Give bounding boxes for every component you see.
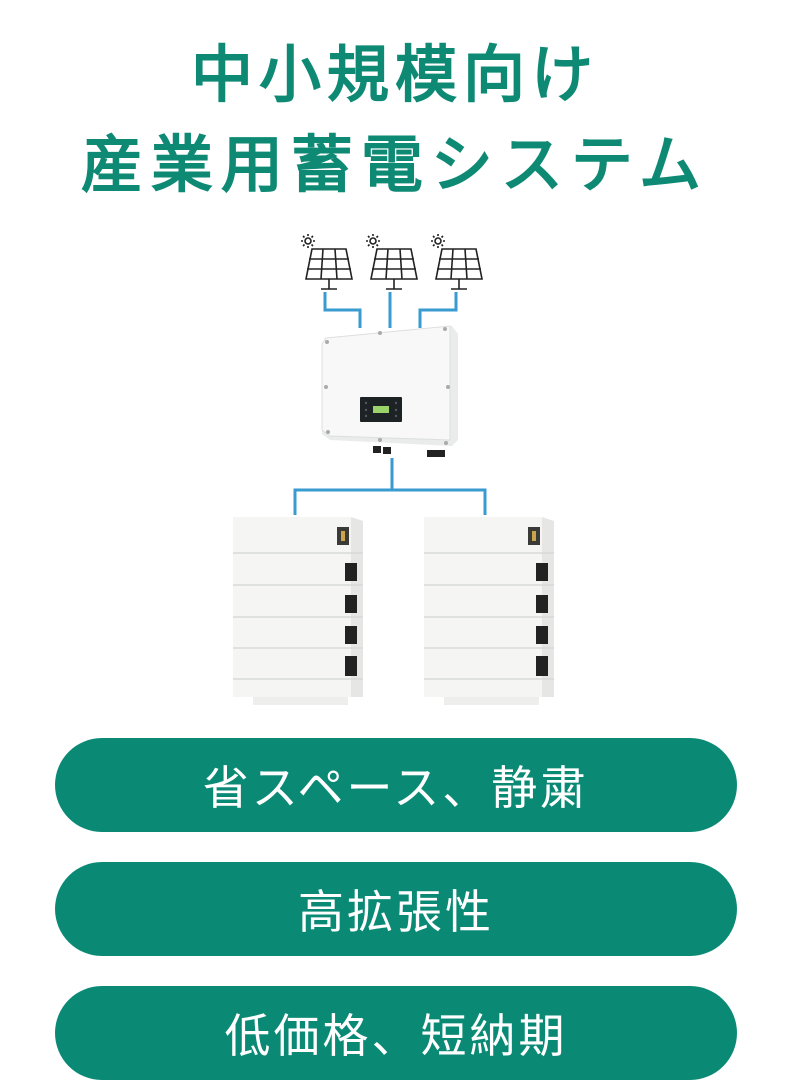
feature-label: 低価格、短納期 [224, 1009, 568, 1063]
solar-panel-icon [301, 234, 483, 290]
connection-lines [293, 292, 487, 515]
feature-label: 高拡張性 [298, 885, 494, 939]
page-title-line2: 産業用蓄電システム [80, 128, 710, 201]
feature-pill-space-quiet: 省スペース、静粛 [55, 738, 737, 832]
feature-pill-scalability: 高拡張性 [55, 862, 737, 956]
system-diagram [233, 234, 554, 705]
inverter-icon [321, 325, 458, 457]
page-title-line1: 中小規模向け [190, 38, 599, 111]
battery-stack-icon [424, 517, 554, 705]
feature-label: 省スペース、静粛 [202, 761, 590, 815]
battery-stack-icon [233, 517, 363, 705]
feature-pill-price-delivery: 低価格、短納期 [55, 986, 737, 1080]
